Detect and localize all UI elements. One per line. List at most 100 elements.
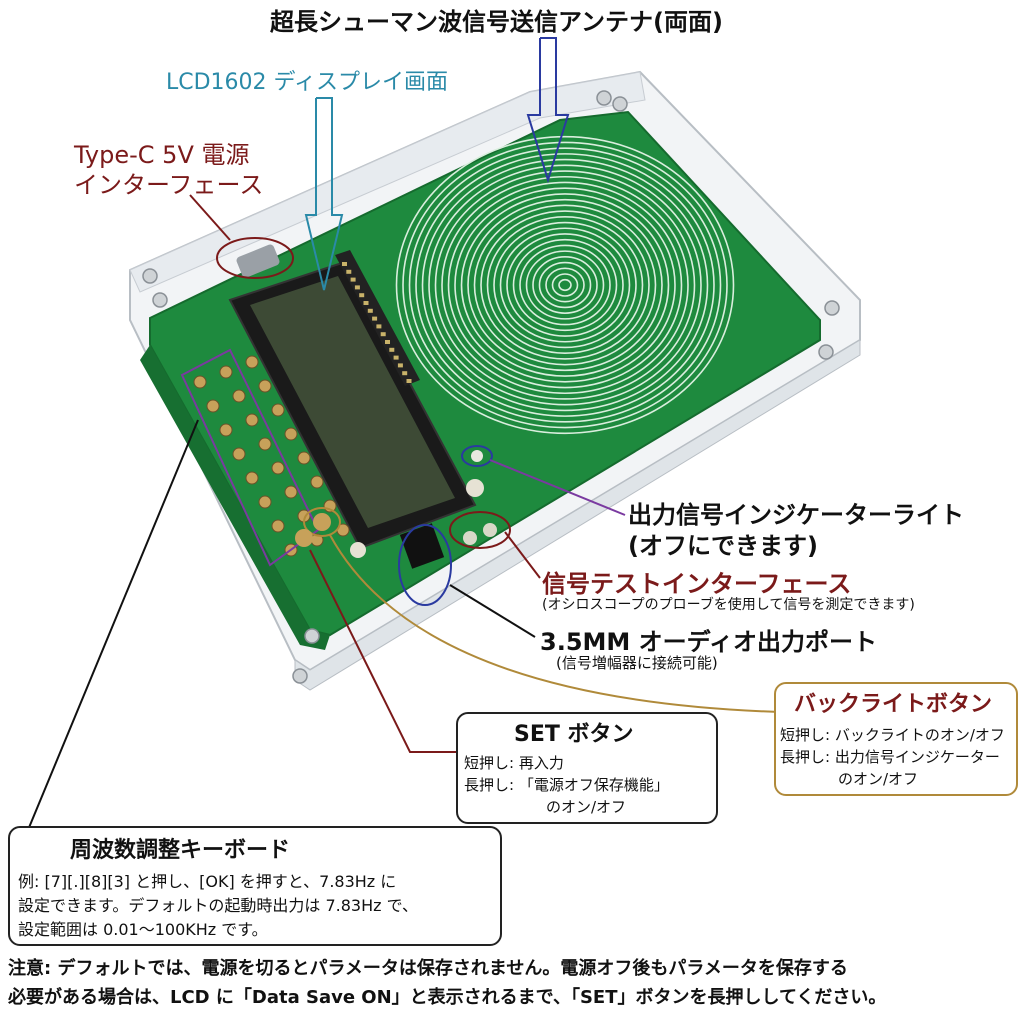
antenna-ring [525, 250, 605, 320]
save-note: 注意: デフォルトでは、電源を切るとパラメータは保存されません。電源オフ後もパラ… [8, 954, 1018, 1012]
lcd-pin [406, 379, 412, 383]
lcd-pin [385, 340, 390, 344]
antenna-ring [506, 233, 624, 337]
antenna-ring [395, 135, 735, 435]
antenna-ring [454, 187, 676, 383]
audio-leader [449, 584, 536, 638]
lcd-pin [389, 347, 395, 352]
backlight-box-line1: 短押し: バックライトのオン/オフ [780, 726, 1005, 744]
lcd-pin [376, 324, 382, 329]
antenna-ring [499, 227, 631, 343]
set-leader [309, 549, 458, 753]
typec-label-line1: Type-C 5V 電源 [74, 141, 250, 169]
audio-port-label: 3.5MM オーディオ出力ポート [540, 628, 877, 656]
lcd-pin [354, 285, 360, 290]
backlight-button [313, 513, 331, 531]
keypad-key [297, 451, 311, 465]
lcd-pin [397, 363, 403, 368]
antenna-ring [447, 181, 683, 389]
antenna-ring [441, 175, 689, 395]
keypad-key [258, 437, 272, 451]
antenna-ring [480, 210, 650, 360]
typec-pointer [189, 194, 231, 241]
antenna-ring [519, 244, 611, 326]
antenna-ring [551, 273, 579, 297]
antenna-ring [486, 216, 644, 354]
lcd-label: LCD1602 ディスプレイ画面 [166, 70, 449, 95]
keypad-key [258, 379, 272, 393]
lcd-pin [393, 355, 399, 360]
antenna-ring [415, 153, 715, 417]
keypad-key [232, 447, 246, 461]
lcd-pin [372, 316, 378, 321]
case-screw [612, 96, 628, 112]
keypad-key [271, 519, 285, 533]
antenna-ring [428, 164, 702, 406]
keypad-key [193, 375, 207, 389]
keypad-key [258, 495, 272, 509]
keypad-key [310, 475, 324, 489]
antenna-ring [538, 261, 592, 309]
case-screw [152, 292, 168, 308]
backlight-box-title: バックライトボタン [794, 692, 993, 717]
keyboard-box-line1: 例: [7][.][8][3] と押し、[OK] を押すと、7.83Hz に [18, 872, 397, 891]
test-pad-sig [483, 523, 497, 537]
audio-jack-highlight [398, 524, 452, 606]
save-note-line2: 必要がある場合は、LCD に「Data Save ON」と表示されるまで、「SE… [8, 987, 887, 1008]
typec-port [236, 244, 280, 278]
case-screw [818, 344, 834, 360]
signal-test-sublabel: (オシロスコープのプローブを使用して信号を測定できます) [542, 597, 915, 613]
keypad-key [284, 485, 298, 499]
case-screw [142, 268, 158, 284]
lcd-screen [250, 276, 455, 528]
keypad-key [271, 403, 285, 417]
spiral-antenna [395, 135, 735, 435]
lcd-pin [367, 308, 373, 313]
antenna-ring [467, 198, 663, 372]
antenna-ring [545, 267, 585, 303]
case-screw [824, 300, 840, 316]
indicator-label-line2: (オフにできます) [628, 532, 818, 560]
set-button [295, 529, 313, 547]
keypad-leader [27, 419, 199, 831]
indicator-label: 出力信号インジケーターライト (オフにできます) [628, 500, 964, 562]
save-note-line1: 注意: デフォルトでは、電源を切るとパラメータは保存されません。電源オフ後もパラ… [8, 958, 848, 979]
set-box-line1: 短押し: 再入力 [464, 754, 564, 772]
backlight-leader [329, 534, 781, 713]
antenna-ring [402, 141, 728, 429]
set-box-line2: 長押し: 「電源オフ保存機能」 [464, 776, 669, 794]
keypad-key [271, 461, 285, 475]
indicator-leader [489, 459, 626, 516]
indicator-led [471, 450, 483, 462]
test-pad-gnd [463, 531, 477, 545]
signal-test-leader [504, 531, 541, 579]
lcd-pin [363, 301, 369, 305]
keyboard-box-line2: 設定できます。デフォルトの起動時出力は 7.83Hz で、 [18, 896, 418, 915]
keypad-key [219, 423, 233, 437]
lcd-pin [346, 269, 352, 274]
set-box-line3: のオン/オフ [546, 798, 627, 816]
keyboard-box-title: 周波数調整キーボード [70, 838, 291, 863]
antenna-ring [460, 193, 670, 377]
frequency-keypad [193, 355, 350, 557]
case-screw [292, 668, 308, 684]
typec-label: Type-C 5V 電源 インターフェース [74, 140, 263, 200]
antenna-ring [512, 238, 618, 332]
typec-label-line2: インターフェース [74, 171, 264, 199]
antenna-ring [408, 147, 722, 423]
signal-test-highlight [449, 511, 511, 549]
backlight-box-line3: のオン/オフ [838, 770, 919, 788]
lcd-pin [402, 371, 408, 376]
case-screw [304, 628, 320, 644]
set-info-box: SET ボタン 短押し: 再入力 長押し: 「電源オフ保存機能」 のオン/オフ [456, 712, 718, 824]
backlight-info-box: バックライトボタン 短押し: バックライトのオン/オフ 長押し: 出力信号インジ… [774, 682, 1018, 796]
lcd-arrow [304, 97, 344, 291]
indicator-label-line1: 出力信号インジケーターライト [628, 501, 964, 529]
set-box-title: SET ボタン [514, 722, 634, 747]
lcd-pin [359, 293, 365, 298]
lcd-pin [380, 332, 386, 337]
antenna-ring [558, 278, 572, 292]
antenna-ring [493, 221, 637, 349]
signal-test-label: 信号テストインターフェース [542, 570, 852, 598]
